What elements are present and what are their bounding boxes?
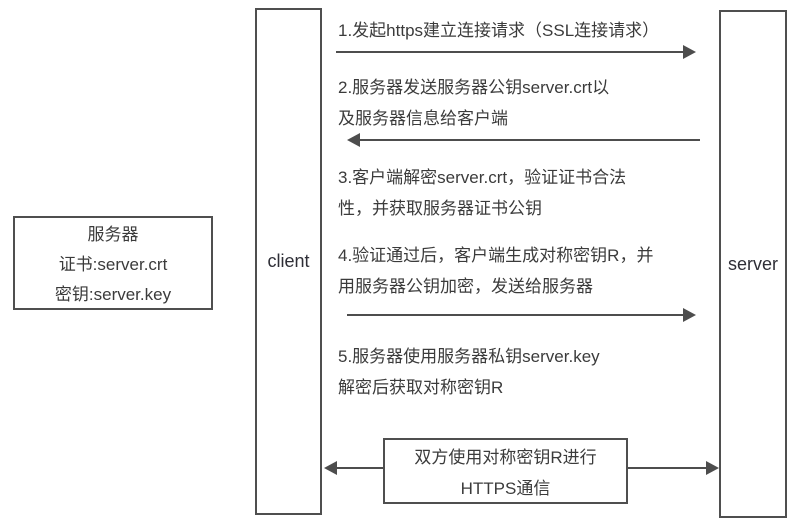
client-lifeline: client (255, 8, 322, 515)
server-credentials-box: 服务器 证书:server.crt 密钥:server.key (13, 216, 213, 310)
step-4-text: 4.验证通过后，客户端生成对称密钥R，并 用服务器公钥加密，发送给服务器 (338, 240, 710, 302)
step-4-arrow-right-icon (347, 308, 696, 322)
server-lifeline: server (719, 10, 787, 518)
step-3-line-1: 3.客户端解密server.crt，验证证书合法 (338, 168, 627, 187)
step-5-line-2: 解密后获取对称密钥R (338, 378, 504, 397)
server-key-label: 密钥:server.key (54, 285, 172, 304)
client-lifeline-label: client (267, 251, 310, 271)
step-2-line-1: 2.服务器发送服务器公钥server.crt以 (338, 78, 610, 97)
https-exchange-arrow-right-icon (628, 461, 719, 475)
step-1-text: 1.发起https建立连接请求（SSL连接请求） (338, 15, 710, 46)
step-5-line-1: 5.服务器使用服务器私钥server.key (338, 347, 600, 366)
server-certificate-label: 证书:server.crt (58, 255, 168, 274)
step-2-arrow-left-icon (347, 133, 700, 147)
https-exchange-line-1: 双方使用对称密钥R进行 (414, 448, 597, 467)
server-credentials-title: 服务器 (87, 225, 139, 244)
server-lifeline-label: server (727, 253, 778, 274)
step-3-line-2: 性，并获取服务器证书公钥 (338, 199, 542, 218)
step-5-text: 5.服务器使用服务器私钥server.key 解密后获取对称密钥R (338, 341, 710, 403)
https-exchange-line-2: HTTPS通信 (460, 479, 551, 498)
step-2-line-2: 及服务器信息给客户端 (338, 109, 508, 128)
https-exchange-box: 双方使用对称密钥R进行 HTTPS通信 (383, 438, 628, 504)
step-1-arrow-right-icon (336, 45, 696, 59)
step-3-text: 3.客户端解密server.crt，验证证书合法 性，并获取服务器证书公钥 (338, 162, 710, 224)
step-2-text: 2.服务器发送服务器公钥server.crt以 及服务器信息给客户端 (338, 72, 710, 134)
step-4-line-2: 用服务器公钥加密，发送给服务器 (338, 277, 593, 296)
step-1-line-1: 1.发起https建立连接请求（SSL连接请求） (338, 21, 660, 40)
https-exchange-arrow-left-icon (324, 461, 383, 475)
step-4-line-1: 4.验证通过后，客户端生成对称密钥R，并 (338, 246, 654, 265)
